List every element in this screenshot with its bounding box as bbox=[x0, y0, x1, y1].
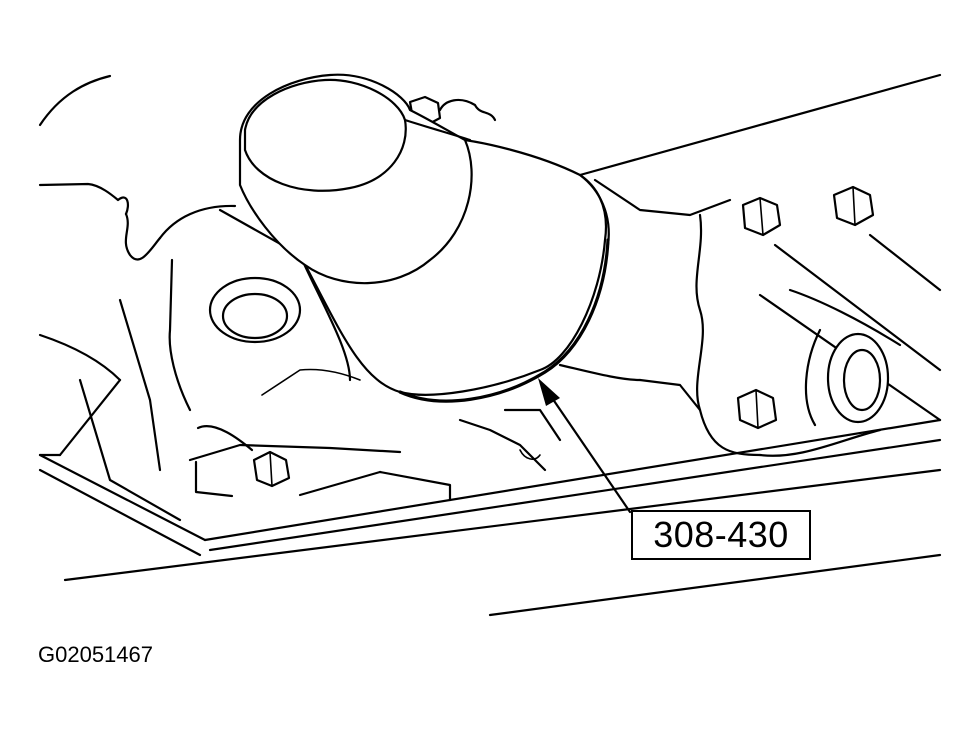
tool-number-callout: 308-430 bbox=[631, 510, 811, 560]
bolt-bottom-left bbox=[252, 450, 291, 488]
bore-right bbox=[826, 332, 890, 424]
bolt-lower-right bbox=[736, 388, 778, 430]
tool-number-label: 308-430 bbox=[653, 514, 789, 555]
callout-leader-arrow bbox=[538, 378, 632, 514]
figure-id-label: G02051467 bbox=[38, 642, 153, 667]
bore-left bbox=[208, 276, 302, 344]
oil-filter-and-wrench bbox=[238, 73, 610, 403]
bolt-far-right bbox=[832, 185, 875, 227]
mounting-bracket bbox=[558, 213, 902, 457]
bolt-top-right bbox=[741, 196, 782, 237]
